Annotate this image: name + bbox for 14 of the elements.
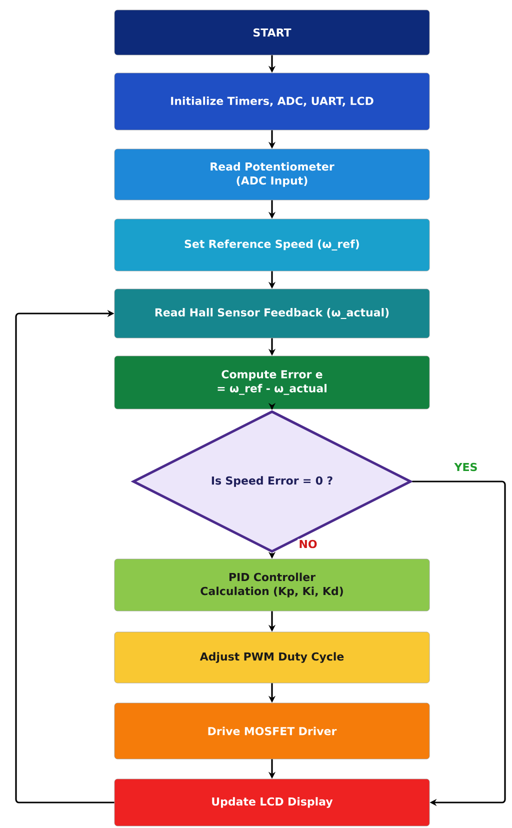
arrow <box>412 480 506 806</box>
process-box: Set Reference Speed (ω_ref) <box>114 218 430 272</box>
arrow <box>15 310 114 804</box>
process-box: START <box>114 10 430 56</box>
edge-label: NO <box>298 538 318 550</box>
process-box: Compute Error e = ω_ref - ω_actual <box>114 356 430 410</box>
process-box: Read Hall Sensor Feedback (ω_actual) <box>114 288 430 338</box>
process-box: Read Potentiometer (ADC Input) <box>114 148 430 200</box>
process-box: PID Controller Calculation (Kp, Ki, Kd) <box>114 558 430 612</box>
process-box: Update LCD Display <box>114 778 430 826</box>
edge-label: YES <box>453 462 479 472</box>
process-box: Initialize Timers, ADC, UART, LCD <box>114 72 430 130</box>
process-box: Adjust PWM Duty Cycle <box>114 632 430 684</box>
process-box: Drive MOSFET Driver <box>114 702 430 760</box>
